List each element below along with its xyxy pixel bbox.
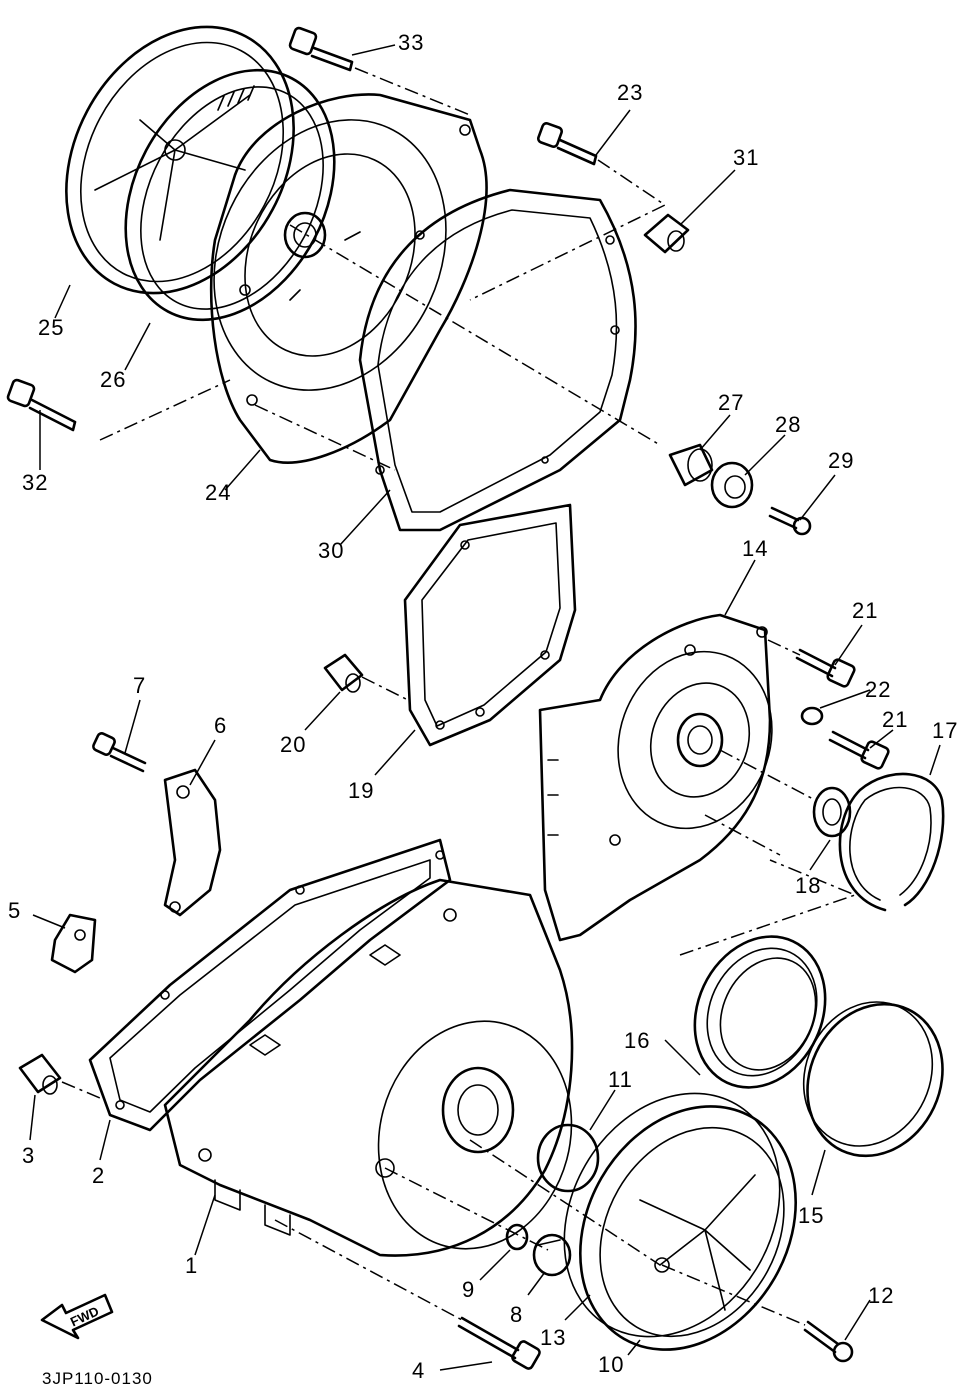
- callout-17: 17: [932, 718, 958, 743]
- callout-24: 24: [205, 480, 231, 505]
- part-21-bolt-lower: [828, 730, 890, 770]
- callout-8: 8: [510, 1302, 523, 1327]
- part-31-dowel: [643, 213, 690, 254]
- part-6-bracket: [163, 768, 222, 917]
- leader-lines: [29, 44, 941, 1371]
- callout-9: 9: [462, 1277, 475, 1302]
- callout-28: 28: [775, 412, 801, 437]
- callout-27: 27: [718, 390, 744, 415]
- part-5-clip: [50, 913, 97, 974]
- assembly-lines-lower: [61, 1081, 806, 1326]
- callout-4: 4: [412, 1358, 425, 1383]
- part-27-bushing: [668, 443, 714, 487]
- callout-5: 5: [8, 898, 21, 923]
- callout-13: 13: [540, 1325, 566, 1350]
- callout-10: 10: [598, 1352, 624, 1377]
- assembly-lines-middle: [361, 639, 858, 956]
- drawing-code: 3JP110-0130: [42, 1369, 153, 1388]
- part-22-o-ring: [800, 706, 824, 726]
- callout-21-lower: 21: [882, 707, 908, 732]
- part-3-dowel: [18, 1053, 62, 1095]
- callout-2: 2: [92, 1163, 105, 1188]
- callout-26: 26: [100, 367, 126, 392]
- callout-11: 11: [608, 1067, 633, 1092]
- part-17-snap-ring: [838, 772, 945, 912]
- callout-3: 3: [22, 1143, 35, 1168]
- part-33-bolt: [288, 26, 354, 72]
- part-30-gasket: [358, 188, 637, 532]
- part-16-ring: [693, 935, 827, 1089]
- callout-7: 7: [133, 673, 146, 698]
- part-12-screw: [803, 1320, 854, 1363]
- part-14-cover: [538, 613, 773, 942]
- part-19-gasket: [403, 503, 577, 747]
- callout-15: 15: [798, 1203, 824, 1228]
- part-9-o-ring: [505, 1223, 529, 1251]
- callout-6: 6: [214, 713, 227, 738]
- part-13-cover-rim: [563, 1092, 781, 1338]
- part-15-cap: [802, 1001, 944, 1158]
- part-29-screw: [768, 506, 812, 536]
- part-24-crankcase-cover: [209, 93, 488, 464]
- callout-19: 19: [348, 778, 374, 803]
- part-10-cover: [579, 1105, 797, 1351]
- callout-21-upper: 21: [852, 598, 878, 623]
- part-20-dowel: [323, 653, 364, 693]
- callout-1: 1: [185, 1253, 198, 1278]
- callout-25: 25: [38, 315, 64, 340]
- part-11-o-ring: [536, 1123, 600, 1193]
- fwd-arrow-icon: FWD: [40, 1293, 114, 1340]
- callout-labels: 33 23 31 25 26 32 24 30 27 28 29 14 21 2…: [8, 30, 958, 1383]
- callout-20: 20: [280, 732, 306, 757]
- part-1-main-cover: [163, 878, 574, 1257]
- part-23-bolt: [537, 122, 598, 166]
- callout-22: 22: [865, 677, 891, 702]
- assembly-lines-upper: [99, 67, 667, 471]
- callout-32: 32: [22, 470, 48, 495]
- part-18-seal: [812, 786, 852, 838]
- callout-16: 16: [624, 1028, 650, 1053]
- part-32-bolt: [6, 378, 77, 432]
- part-28-seal: [710, 461, 754, 509]
- callout-33: 33: [398, 30, 424, 55]
- part-4-bolt: [457, 1316, 541, 1370]
- callout-30: 30: [318, 538, 344, 563]
- callout-14: 14: [742, 536, 768, 561]
- part-8-plug: [532, 1233, 572, 1277]
- callout-31: 31: [733, 145, 759, 170]
- callout-23: 23: [617, 80, 643, 105]
- part-2-gasket: [88, 838, 452, 1132]
- callout-18: 18: [795, 873, 821, 898]
- part-21-bolt-upper: [795, 648, 856, 688]
- part-7-bolt: [92, 732, 147, 773]
- callout-12: 12: [868, 1283, 894, 1308]
- part-25-outer-cover: [65, 25, 295, 295]
- callout-29: 29: [828, 448, 854, 473]
